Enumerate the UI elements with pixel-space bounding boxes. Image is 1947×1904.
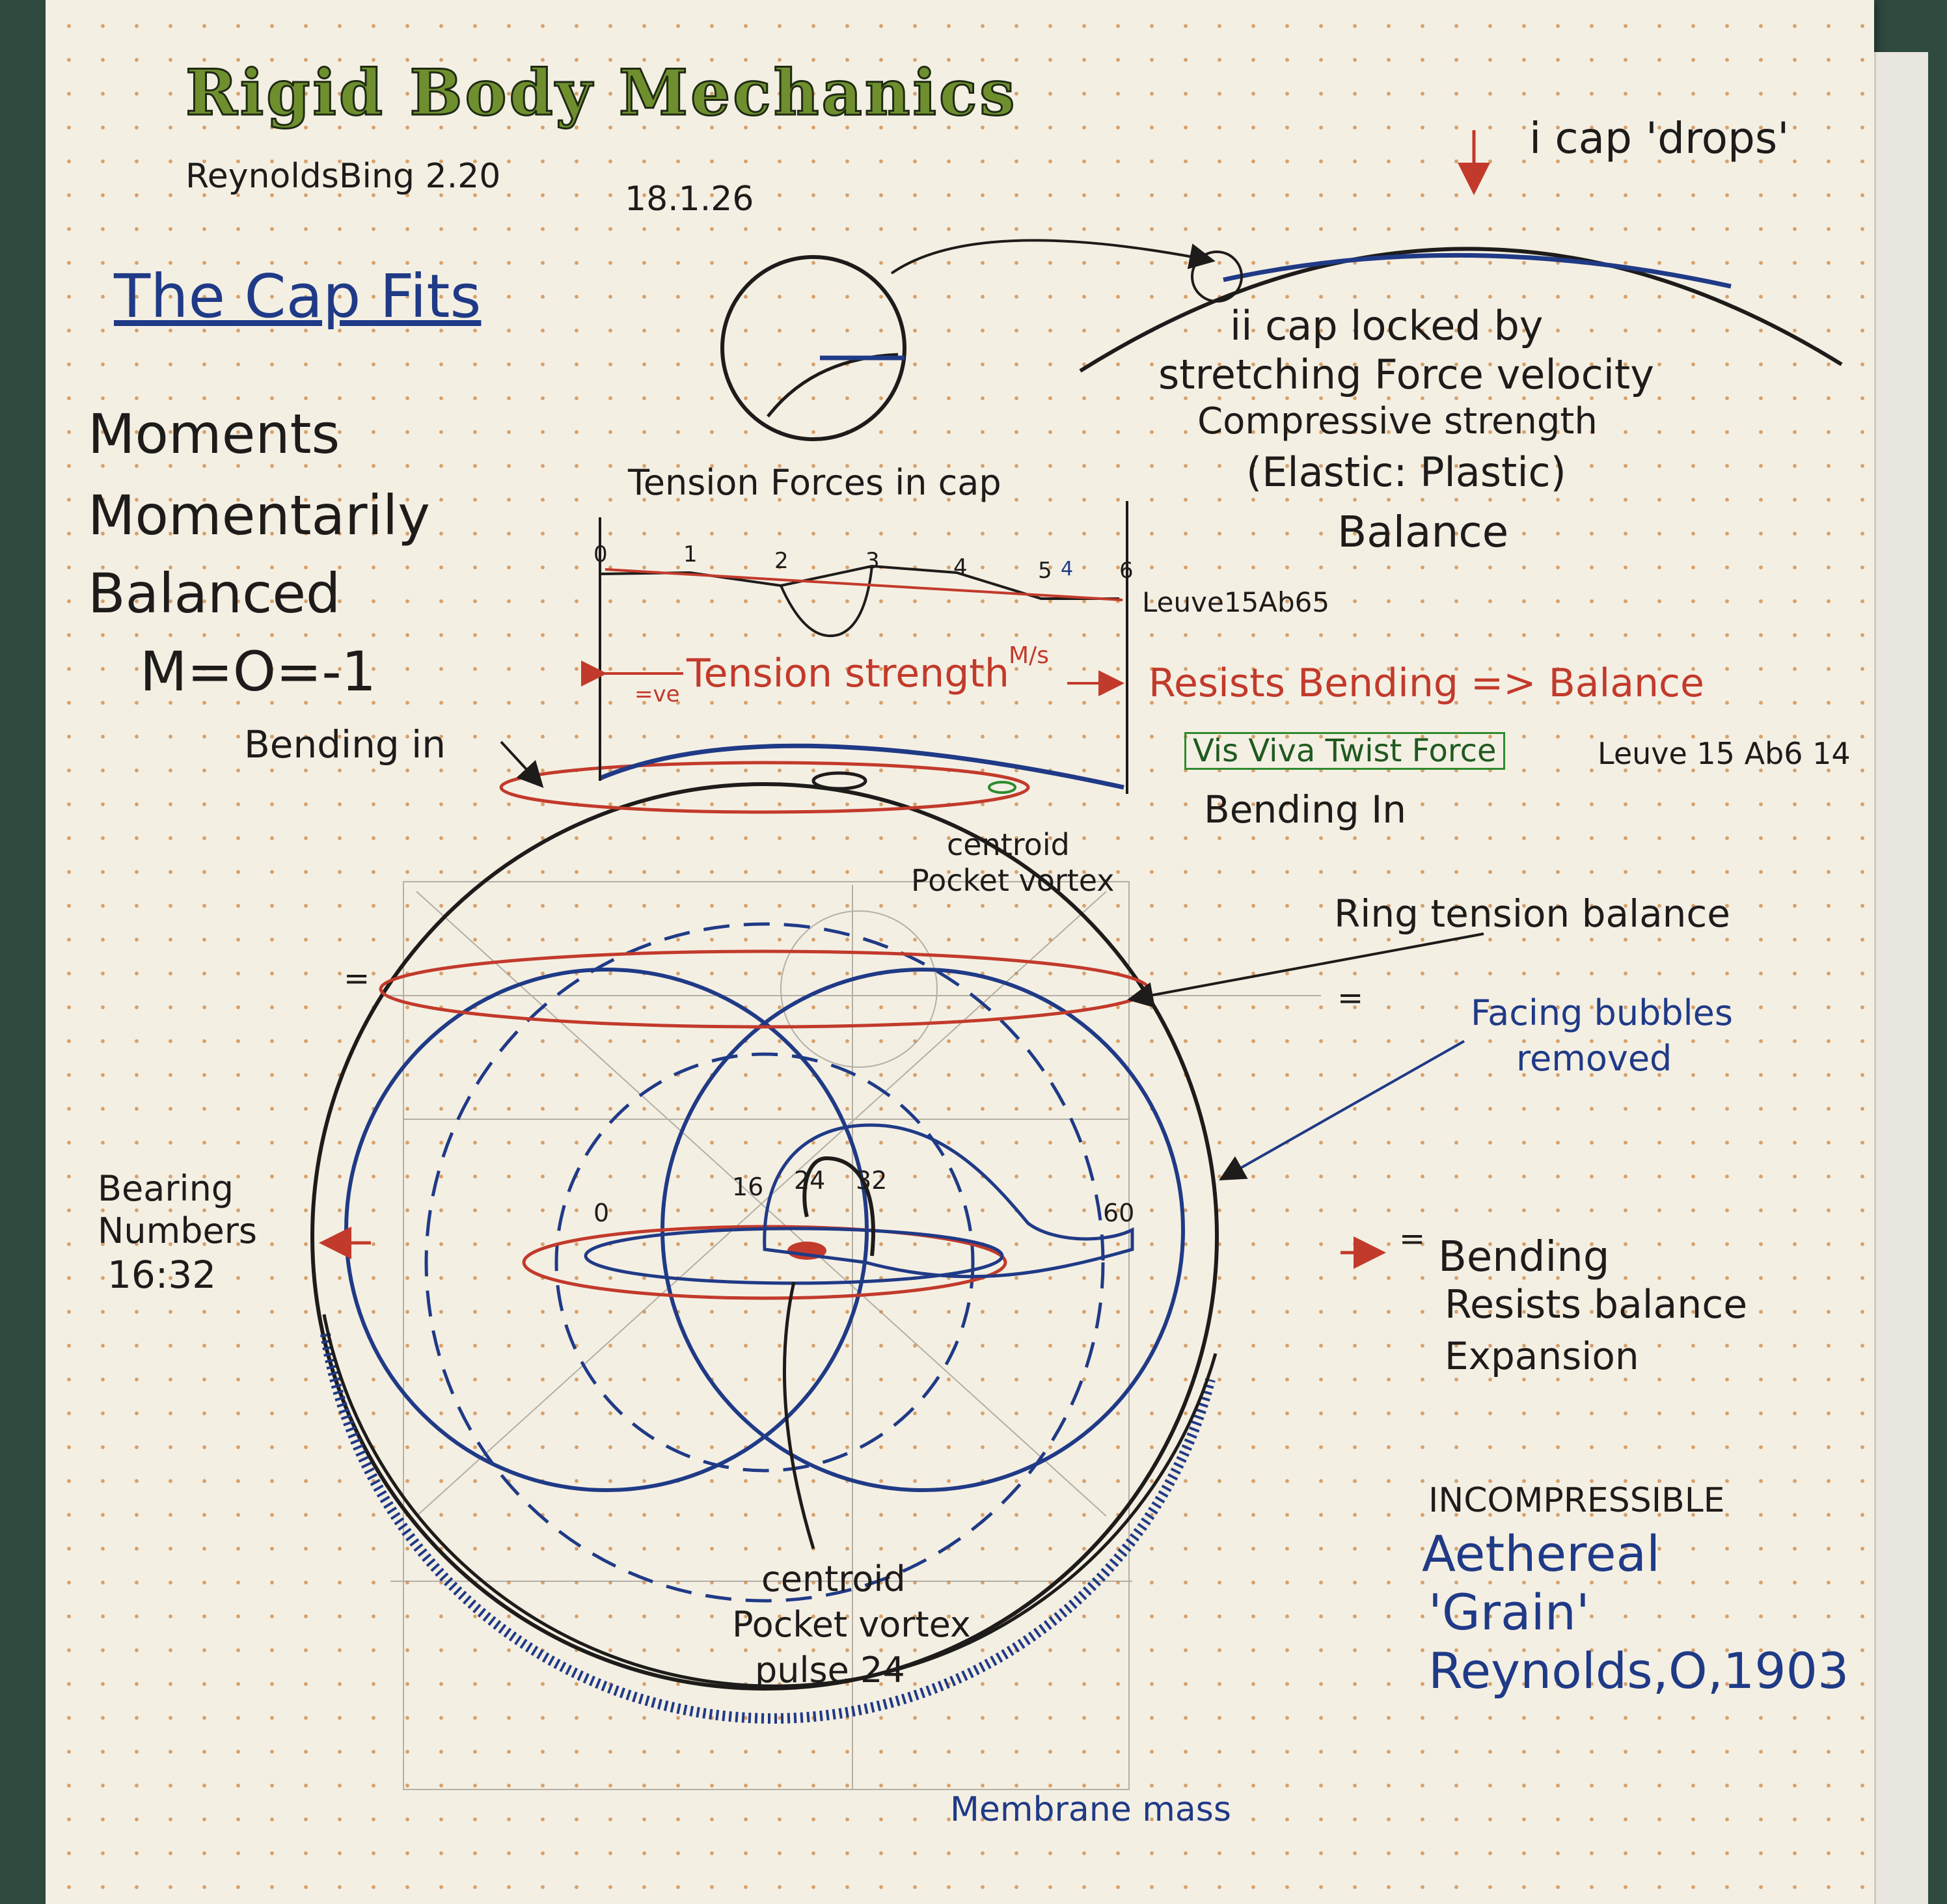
resists-balance: Resists balance	[1445, 1282, 1748, 1327]
pocket-vortex-top: Pocket vortex	[911, 863, 1115, 898]
cap-drops-note: i cap 'drops'	[1529, 113, 1790, 163]
facing-bubbles-removed: removed	[1516, 1038, 1672, 1079]
bending-right: Bending	[1438, 1233, 1610, 1281]
cap-locked-line1: ii cap locked by	[1230, 302, 1544, 349]
tick-6: 6	[1119, 558, 1134, 584]
inner-number-16: 16	[732, 1173, 764, 1201]
page-stack-edge	[1874, 52, 1928, 1904]
bearing-line2: Numbers	[98, 1210, 258, 1251]
centroid-bottom-label: centroid	[761, 1558, 906, 1599]
date-note: 18.1.26	[625, 180, 754, 219]
bending-in-left: Bending in	[244, 722, 446, 767]
bending-in-right: Bending In	[1204, 787, 1407, 832]
equals-mid: =	[1399, 1221, 1426, 1257]
vis-viva-box: Vis Viva Twist Force	[1184, 732, 1505, 770]
equals-right: =	[1337, 980, 1364, 1016]
pencil-grid	[384, 881, 1321, 1790]
grain: 'Grain'	[1428, 1583, 1590, 1641]
dashed-circles	[424, 922, 1105, 1603]
balanced-line: Balanced	[88, 562, 341, 625]
membrane-mass-hatching	[320, 1333, 1216, 1724]
leuve-top: Leuve15Ab65	[1142, 586, 1330, 618]
tick-3: 3	[865, 548, 880, 574]
pulse-24: pulse 24	[755, 1650, 905, 1691]
cap-locked-line4: (Elastic: Plastic)	[1246, 448, 1566, 496]
resists-bending-balance: Resists Bending => Balance	[1149, 660, 1704, 706]
pocket-vortex-bottom: Pocket vortex	[732, 1604, 971, 1645]
tick-1: 1	[683, 541, 698, 567]
notebook-page	[46, 0, 1874, 1904]
main-sphere	[310, 782, 1219, 1691]
aethereal: Aethereal	[1422, 1525, 1661, 1583]
tension-diagram	[599, 501, 1128, 794]
vortex-wave	[763, 1123, 1134, 1279]
ve-mark: =ve	[634, 681, 680, 707]
inner-number-24: 24	[794, 1166, 826, 1195]
moment-equation: M=O=-1	[140, 640, 377, 703]
tension-heading: Tension Forces in cap	[628, 462, 1001, 503]
tick-5: 5	[1038, 558, 1052, 584]
cap-arc	[1079, 247, 1843, 373]
incompressible: INCOMPRESSIBLE	[1428, 1481, 1725, 1520]
momentarily-line: Momentarily	[88, 483, 430, 547]
expansion: Expansion	[1445, 1334, 1639, 1378]
magnified-detail	[720, 255, 906, 441]
leuve-vis-viva: Leuve 15 Ab6 14	[1598, 736, 1851, 771]
tick-5-mark: 4	[1061, 558, 1074, 580]
ring-tension-balance: Ring tension balance	[1334, 891, 1730, 936]
cap-locked-line3: Compressive strength	[1197, 400, 1598, 442]
membrane-mass-label: Membrane mass	[950, 1790, 1231, 1829]
cap-locked-line5: Balance	[1337, 507, 1509, 557]
centroid-top-label: centroid	[947, 827, 1070, 862]
inner-number-60: 60	[1103, 1199, 1135, 1227]
bearing-numbers: 16:32	[107, 1253, 217, 1297]
subtitle: The Cap Fits	[114, 262, 482, 331]
facing-bubbles: Facing bubbles	[1471, 992, 1733, 1033]
page-title: Rigid Body Mechanics	[184, 56, 1018, 129]
tick-4: 4	[953, 554, 968, 580]
tick-2: 2	[774, 548, 789, 574]
inner-number-0: 0	[593, 1199, 610, 1227]
reynolds-citation: Reynolds,O,1903	[1428, 1642, 1849, 1700]
cap-locked-line2: stretching Force velocity	[1158, 351, 1654, 398]
tick-0: 0	[593, 541, 608, 567]
bearing-line1: Bearing	[98, 1168, 234, 1209]
ms-unit: M/s	[1009, 642, 1049, 669]
tension-strength: Tension strength	[687, 651, 1009, 696]
equals-left: =	[344, 960, 370, 997]
author-note: ReynoldsBing 2.20	[185, 157, 501, 196]
moments-line: Moments	[88, 402, 340, 466]
inner-number-32: 32	[856, 1166, 888, 1195]
